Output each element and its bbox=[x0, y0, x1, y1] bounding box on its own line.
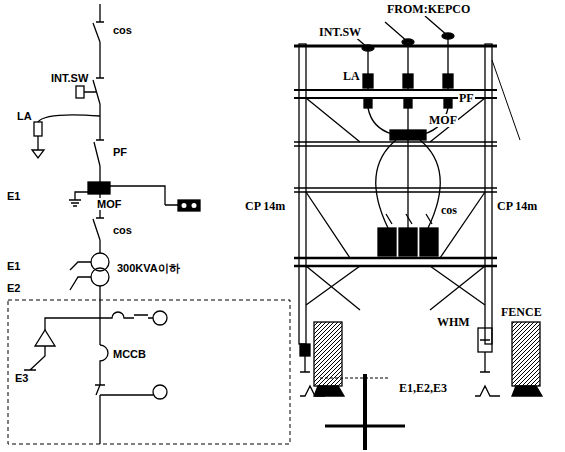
label: cos bbox=[112, 224, 133, 236]
label: PF bbox=[112, 146, 128, 158]
label: MOF bbox=[96, 198, 122, 210]
label: PF bbox=[458, 92, 475, 105]
label: LA bbox=[16, 110, 33, 122]
label: E3 bbox=[14, 372, 29, 384]
label: E1 bbox=[6, 260, 21, 272]
label: E1 bbox=[6, 190, 21, 202]
single-line-diagram bbox=[8, 4, 290, 444]
label: MCCB bbox=[112, 348, 147, 360]
label: CP 14m bbox=[244, 200, 286, 213]
pole-structure bbox=[294, 16, 542, 450]
label: WHM bbox=[436, 316, 471, 329]
label: cos bbox=[112, 24, 133, 36]
label: CP 14m bbox=[496, 200, 538, 213]
label: LA bbox=[342, 70, 361, 83]
label: MOF bbox=[428, 114, 458, 127]
label: INT.SW bbox=[318, 26, 362, 39]
label: cos bbox=[440, 204, 458, 217]
label: INT.SW bbox=[50, 72, 89, 84]
label: E1,E2,E3 bbox=[398, 382, 448, 395]
label: 300KVA이하 bbox=[116, 262, 181, 274]
label: FROM:KEPCO bbox=[386, 3, 471, 16]
label: FENCE bbox=[500, 306, 543, 319]
label: E2 bbox=[6, 282, 21, 294]
